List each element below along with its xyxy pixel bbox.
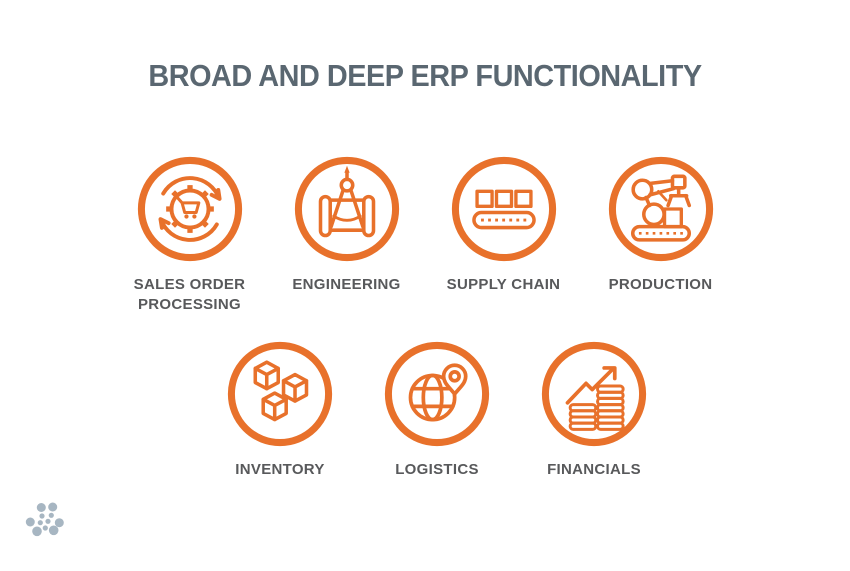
erp-item-label: LOGISTICS <box>395 461 479 478</box>
erp-item-financials: FINANCIALS <box>516 341 673 480</box>
stacked-cubes-icon <box>227 341 333 447</box>
erp-item-label: FINANCIALS <box>547 461 641 478</box>
erp-item-inventory: INVENTORY <box>202 341 359 480</box>
erp-item-label: PRODUCTION <box>608 276 713 293</box>
gear-cart-cycle-icon <box>137 156 242 262</box>
dots-network-logo <box>25 502 64 537</box>
erp-item-label: INVENTORY <box>235 461 325 478</box>
erp-item-engineering: ENGINEERING <box>268 156 425 316</box>
erp-item-label: ENGINEERING <box>292 276 401 293</box>
page-title: BROAD AND DEEP ERP FUNCTIONALITY <box>148 58 702 93</box>
icon-row-2: INVENTORY LOGISTICS <box>12 341 850 480</box>
icon-row-1: SALES ORDER PROCESSING ENGINEERING SUPPL… <box>0 156 850 316</box>
erp-item-logistics: LOGISTICS <box>359 341 516 480</box>
conveyor-boxes-icon <box>451 156 556 262</box>
erp-item-label: SUPPLY CHAIN <box>446 276 561 293</box>
compass-blueprint-icon <box>294 156 399 262</box>
erp-item-sales-order-processing: SALES ORDER PROCESSING <box>111 156 268 316</box>
coin-stacks-growth-arrow-icon <box>541 341 647 447</box>
erp-item-supply-chain: SUPPLY CHAIN <box>425 156 582 316</box>
erp-item-production: PRODUCTION <box>582 156 739 316</box>
globe-location-pin-icon <box>384 341 490 447</box>
robot-arm-icon <box>608 156 713 262</box>
erp-item-label: SALES ORDER PROCESSING <box>133 276 246 314</box>
